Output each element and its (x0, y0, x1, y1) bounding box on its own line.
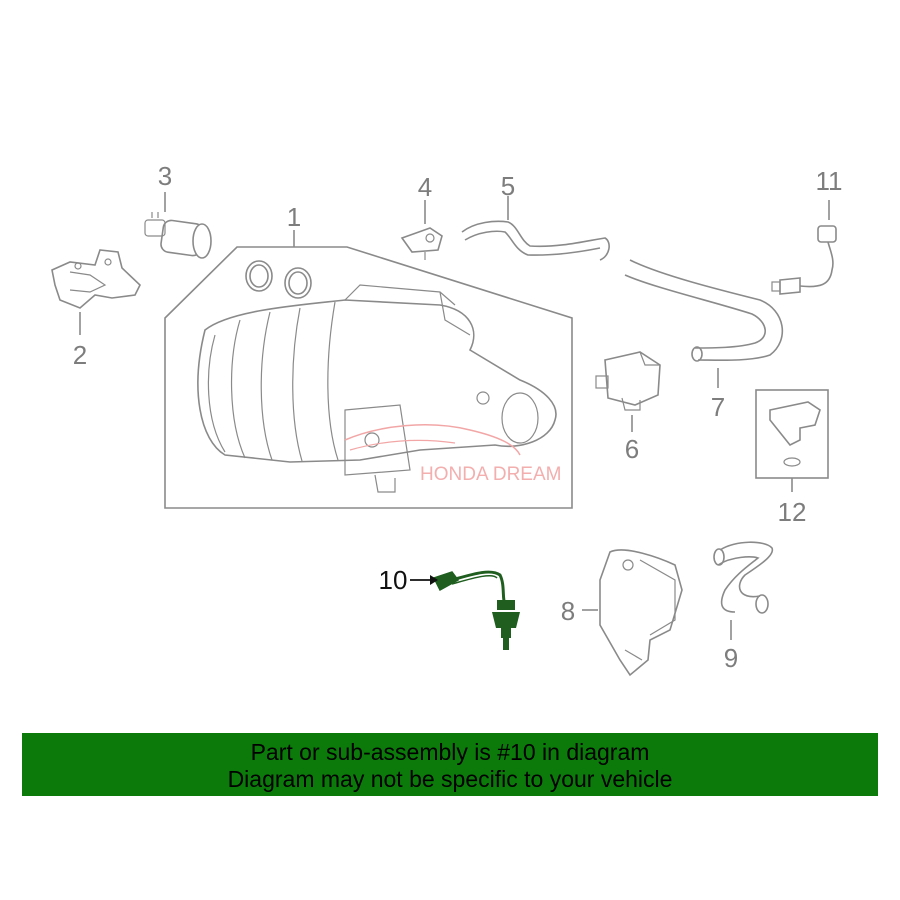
part-1-canister (164, 246, 573, 509)
part-11-sensor (771, 225, 837, 295)
callout-12: 12 (778, 497, 807, 527)
callout-4: 4 (418, 172, 432, 202)
part-12-sensor-box (755, 389, 829, 479)
part-6-valve (595, 351, 661, 411)
callout-5: 5 (501, 171, 515, 201)
info-banner: Part or sub-assembly is #10 in diagram D… (22, 733, 878, 796)
part-5-tube (461, 220, 610, 261)
callout-10: 10 (379, 565, 408, 595)
callout-6: 6 (625, 434, 639, 464)
part-10-sensor (432, 570, 520, 650)
callout-2: 2 (73, 340, 87, 370)
banner-line-1: Part or sub-assembly is #10 in diagram (250, 739, 650, 765)
part-7-hose (624, 259, 784, 362)
watermark-text: HONDA DREAM (420, 464, 561, 485)
part-9-elbow (713, 541, 774, 614)
callout-7: 7 (711, 392, 725, 422)
callout-3: 3 (158, 161, 172, 191)
callout-8: 8 (561, 596, 575, 626)
part-2-bracket (51, 249, 141, 309)
callout-1: 1 (287, 202, 301, 232)
watermark-logo: HONDA DREAM (344, 424, 561, 485)
banner-line-2: Diagram may not be specific to your vehi… (227, 766, 673, 792)
part-8-module (599, 549, 683, 677)
callout-11: 11 (816, 166, 843, 196)
part-3-filter (144, 212, 212, 259)
part-4-sensor (400, 227, 443, 260)
arrow-head-10 (430, 575, 438, 585)
callout-9: 9 (724, 643, 738, 673)
